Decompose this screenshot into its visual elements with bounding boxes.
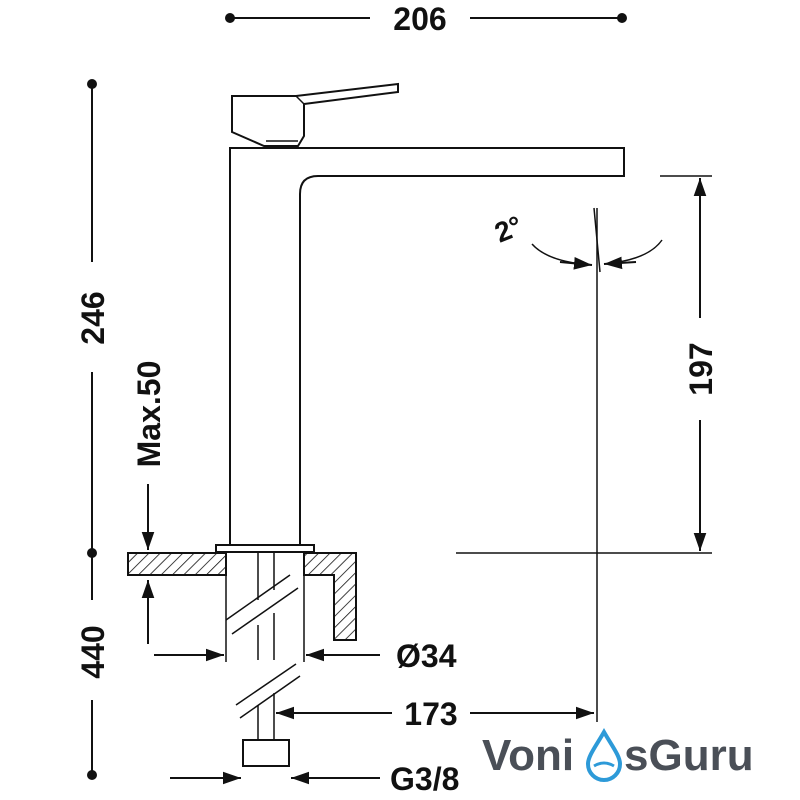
dimension-spout-height-label: 197 [683, 342, 719, 395]
supply-hoses [225, 553, 301, 767]
dimension-hole-diameter: Ø34 [154, 575, 457, 674]
dimension-connection: G3/8 [170, 761, 459, 797]
dimension-hole-diameter-label: Ø34 [396, 638, 457, 674]
dimension-spout-angle-label: 2° [490, 210, 526, 249]
dimension-spout-reach-label: 173 [404, 696, 457, 732]
dimension-overall-height: 246 [75, 79, 111, 558]
dimension-max-thickness-label: Max.50 [131, 361, 167, 468]
dimension-hose-length: 440 [75, 553, 111, 780]
watermark-text-left: Voni [482, 731, 574, 780]
water-drop-icon [585, 727, 623, 782]
counter-section [127, 552, 357, 641]
dimension-max-thickness: Max.50 [131, 361, 167, 644]
faucet-body [215, 82, 625, 553]
dimension-hose-length-label: 440 [75, 625, 111, 678]
watermark-text-right: sGuru [624, 731, 754, 780]
dimension-spout-height: 197 [660, 175, 719, 551]
watermark-logo: Voni sGuru [482, 727, 754, 782]
dimension-overall-width: 206 [225, 1, 627, 37]
dimension-overall-width-label: 206 [393, 1, 446, 37]
dimension-overall-height-label: 246 [75, 291, 111, 344]
dimension-spout-angle: 2° [490, 210, 663, 270]
dimension-spout-reach: 173 [276, 696, 594, 732]
dimension-connection-label: G3/8 [390, 761, 459, 797]
spout-centerline [456, 207, 712, 722]
